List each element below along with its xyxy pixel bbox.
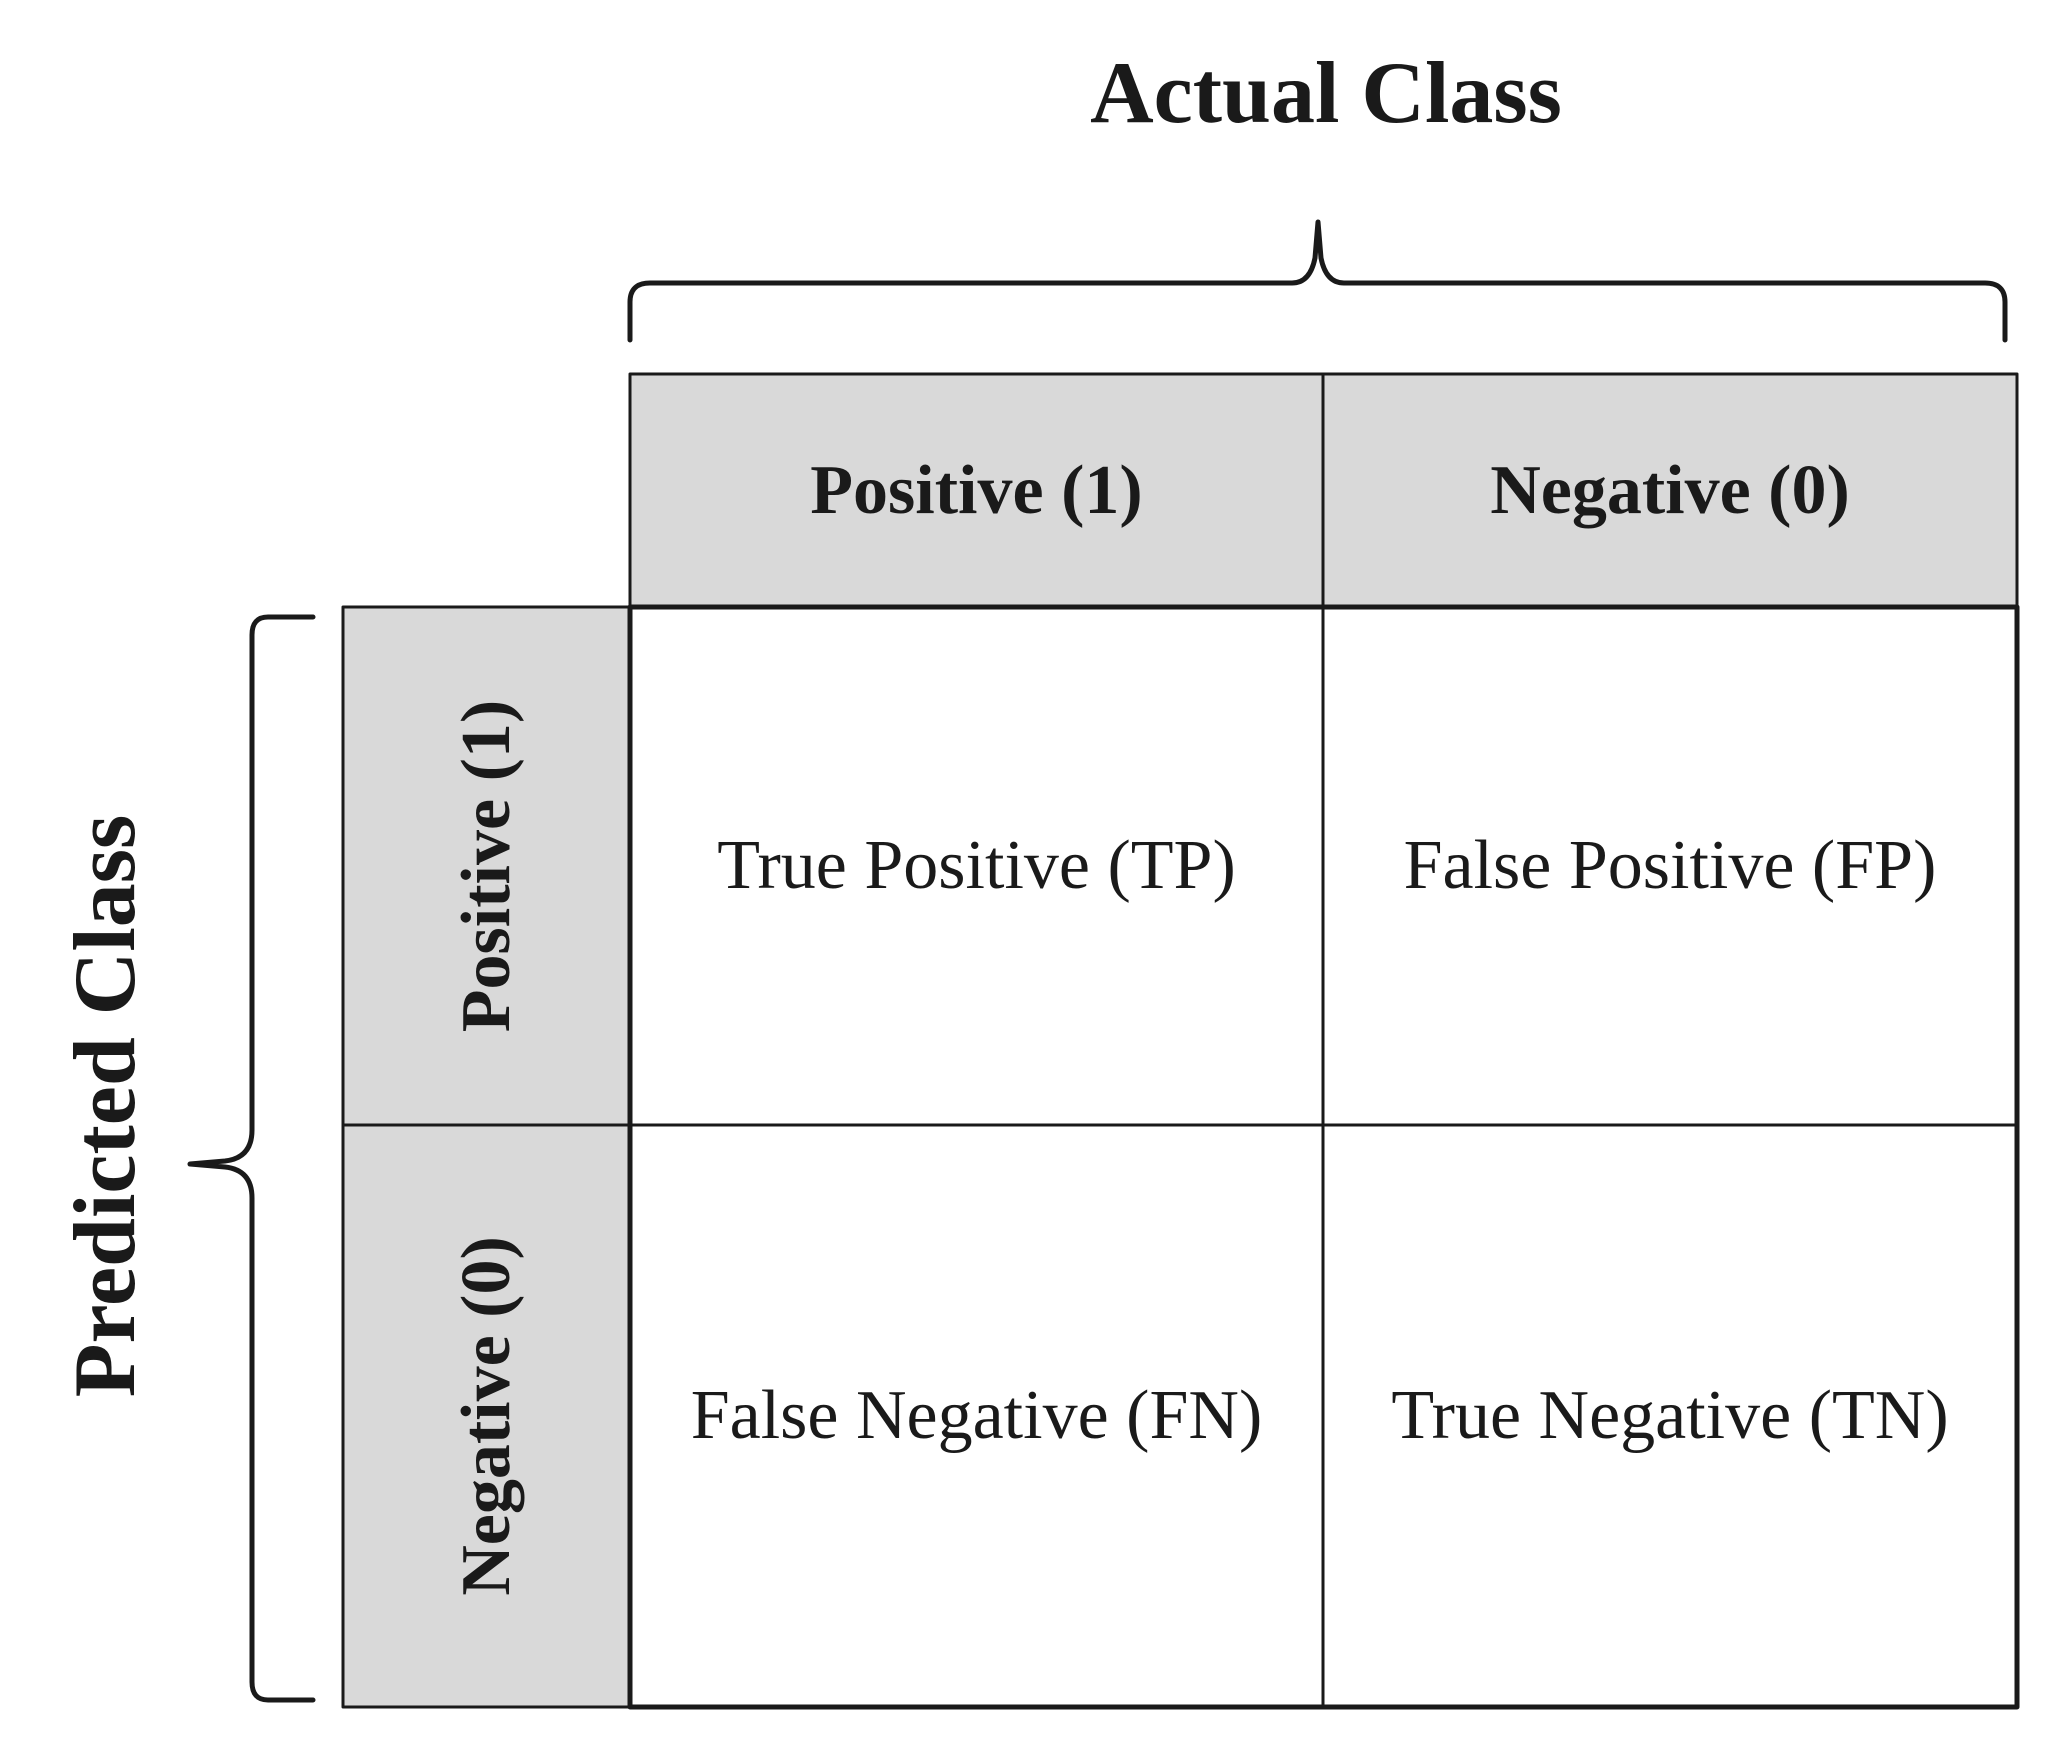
predicted-header-border	[341, 605, 632, 1709]
actual-header-negative: Negative (0)	[1323, 374, 2017, 607]
actual-class-title: Actual Class	[1090, 45, 1562, 142]
predicted-header-negative-cell: Negative (0)	[343, 1125, 630, 1707]
predicted-class-brace	[187, 614, 316, 1703]
cell-false-negative: False Negative (FN)	[690, 1377, 1263, 1454]
cell-true-negative: True Negative (TN)	[1391, 1377, 1949, 1454]
actual-header-positive: Positive (1)	[630, 374, 1323, 607]
cell-false-positive: False Positive (FP)	[1403, 827, 1937, 904]
actual-class-brace	[627, 219, 2008, 343]
cell-true-positive: True Positive (TP)	[717, 827, 1236, 904]
predicted-header-positive-cell: Positive (1)	[343, 607, 630, 1125]
